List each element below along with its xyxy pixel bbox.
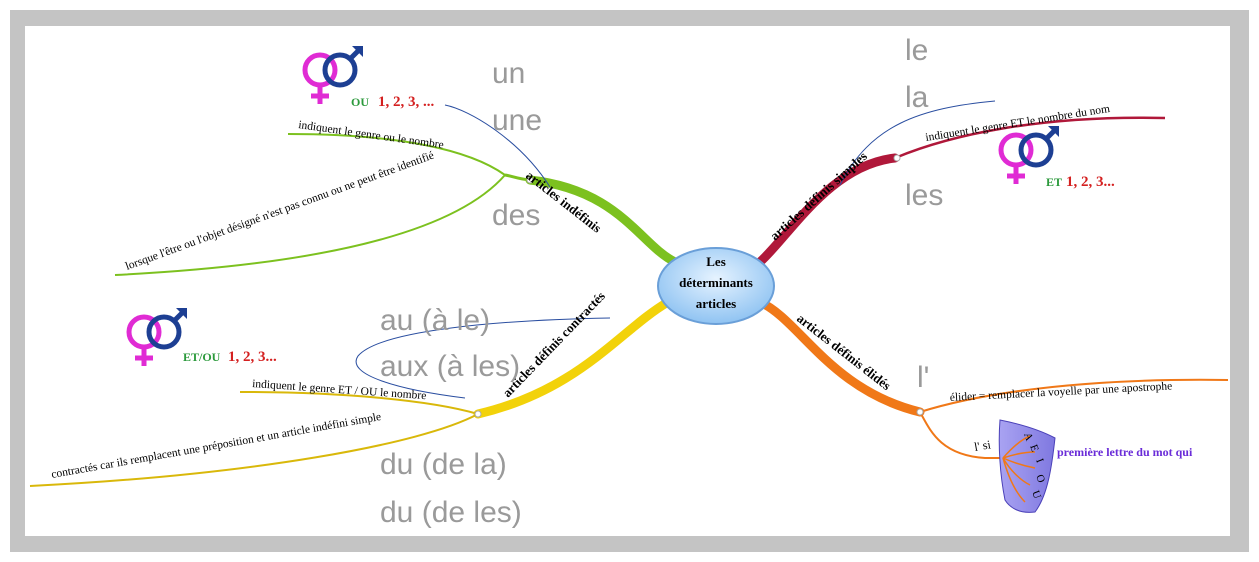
branch-contractes (473, 297, 673, 419)
blue-curve-indefinis (444, 104, 551, 188)
word-un: un (492, 57, 525, 90)
vowel-fan-e (1002, 451, 1036, 459)
vowel-e: E (1027, 443, 1041, 454)
sub-indefinis-lorsque: lorsque l'être ou l'objet désigné n'est … (124, 150, 436, 273)
word-l-apostrophe: l' (917, 361, 929, 394)
word-une: une (492, 104, 542, 137)
blue-curve-contractes (355, 317, 611, 399)
sub-simples-genre: indiquent le genre ET le nombre du nom (925, 103, 1111, 144)
branch-indefinis (525, 175, 680, 267)
word-au: au (à le) (380, 304, 490, 337)
blue-curve-simples (839, 100, 996, 186)
vowel-fan-a (1002, 435, 1031, 459)
word-du-de-les: du (de les) (380, 496, 522, 529)
sub-branch-indefinis-1 (287, 133, 506, 176)
vowel-a: A (1021, 431, 1035, 443)
word-des: des (492, 199, 540, 232)
vowel-fan-o (1002, 457, 1031, 486)
label-articles-definis-simples: articles définis simples (767, 148, 870, 243)
numbers-contractes: 1, 2, 3... (228, 349, 277, 365)
vowel-u: U (1029, 489, 1043, 501)
gender-icon (998, 126, 1059, 184)
sub-branch-contractes-1 (239, 391, 479, 415)
center-title-line1: Les (706, 254, 726, 269)
vowel-fan-u (1002, 457, 1026, 503)
word-la: la (905, 81, 929, 114)
sub-branch-indefinis-2 (114, 174, 506, 276)
word-du-de-la: du (de la) (380, 448, 507, 481)
sub-branch-elides-2 (919, 411, 1003, 459)
sub-elides-elider: élider = remplacer la voyelle par une ap… (950, 380, 1173, 404)
sub-branch-contractes-2 (29, 413, 479, 487)
vowel-fan-i (1002, 457, 1036, 469)
center-node[interactable]: Les déterminants articles (657, 247, 775, 325)
connector-ou: OU (351, 95, 369, 109)
connector-et-ou: ET/OU (183, 350, 221, 364)
branch-simples (755, 153, 900, 267)
sub-branch-simples (894, 116, 1166, 160)
branch-elides (755, 297, 925, 417)
sub-branch-elides-1 (919, 378, 1229, 413)
word-le: le (905, 34, 928, 67)
connector-et: ET (1046, 175, 1062, 189)
gender-icon (302, 46, 363, 104)
center-title-line3: articles (696, 296, 736, 311)
vowel-o: O (1033, 473, 1047, 485)
numbers-simples: 1, 2, 3... (1066, 174, 1115, 190)
gender-icon (126, 308, 187, 366)
note-premiere-lettre: première lettre du mot qui (1057, 445, 1193, 459)
sub-elides-l-si: l' si (973, 437, 992, 454)
word-les: les (905, 179, 943, 212)
numbers-indefinis: 1, 2, 3, ... (378, 94, 435, 110)
word-aux: aux (à les) (380, 350, 520, 383)
center-title-line2: déterminants (679, 275, 753, 290)
vowel-i: I (1033, 457, 1046, 465)
